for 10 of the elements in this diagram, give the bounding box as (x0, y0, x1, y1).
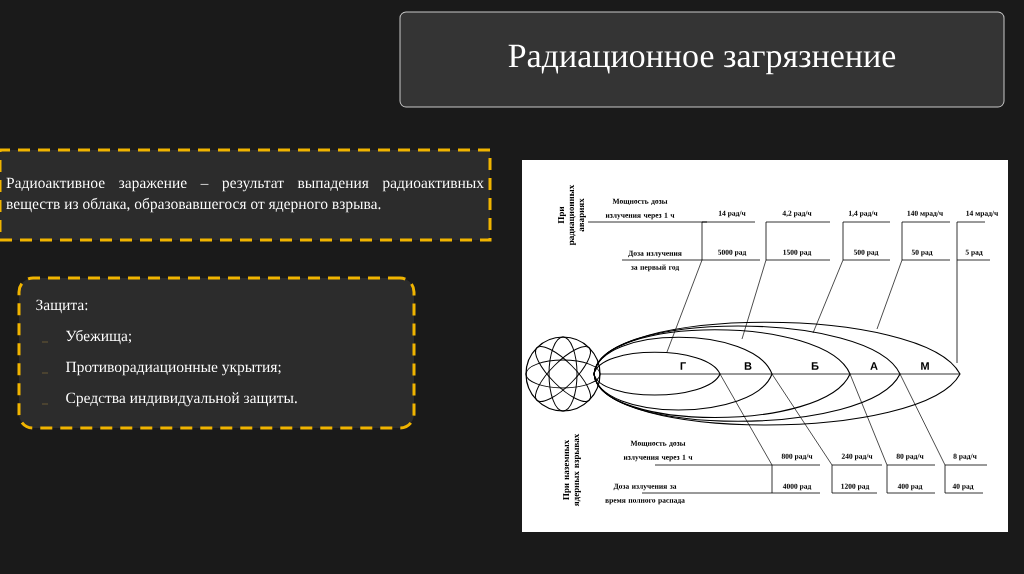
title-box: Радиационное загрязнение (399, 11, 1005, 108)
side-label: При радиационных авариях (558, 184, 586, 246)
zone-letter: В (744, 362, 752, 370)
text-box: Радиоактивное заражение – результат выпадения радиоактивных веществ из облака, образовавшегося от ядерного взрыва. (0, 148, 492, 242)
text-box: Защита: Убежища; Противорадиационные укрытия; Средства индивидуальной защиты. (17, 276, 416, 430)
zone-letter: Б (811, 362, 819, 370)
zone-letter: М (921, 362, 929, 370)
zone-letter: Г (680, 362, 686, 370)
zone-letter: А (870, 362, 878, 370)
side-label: При наземных ядерных взрывах (563, 433, 581, 507)
